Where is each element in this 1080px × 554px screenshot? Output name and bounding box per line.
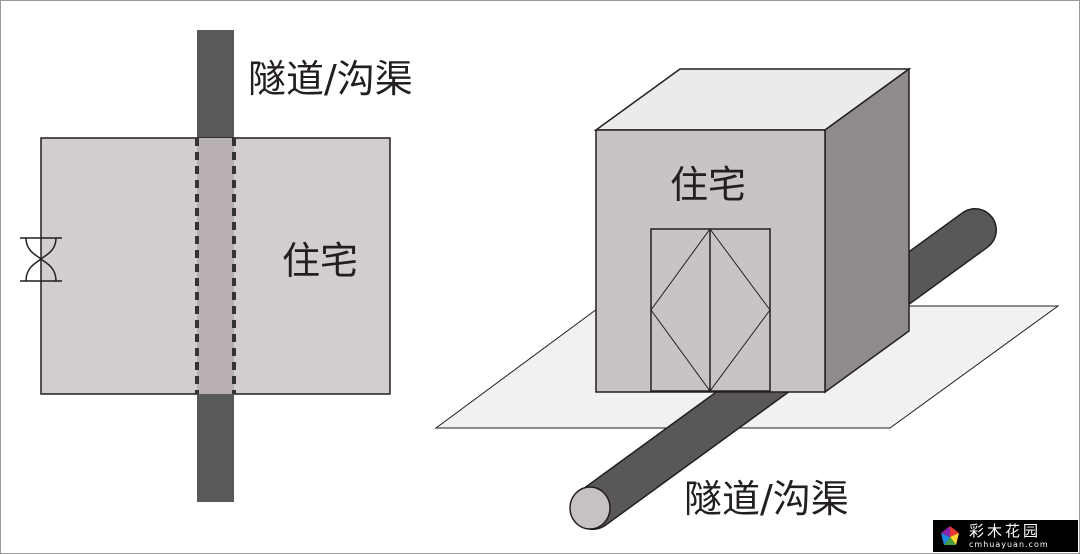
plan-house-label: 住宅 <box>282 239 359 283</box>
pipe-end-cap <box>569 486 611 530</box>
channel-overlap-zone <box>197 138 234 394</box>
channel-top-segment <box>197 30 234 138</box>
plan-view <box>20 30 391 502</box>
perspective-view <box>434 67 1060 530</box>
door-diamond-inlay <box>650 228 771 392</box>
box-house-label: 住宅 <box>670 163 747 207</box>
pipe-channel-label: 隧道/沟渠 <box>684 477 849 521</box>
watermark-url-text: cmhuayuan.com <box>969 539 1049 549</box>
flower-logo-icon <box>941 526 959 545</box>
watermark-chinese-text: 彩木花园 <box>969 521 1042 540</box>
plan-channel-label: 隧道/沟渠 <box>248 57 413 101</box>
watermark-badge: 彩木花园 cmhuayuan.com <box>933 520 1078 552</box>
hourglass-symbol-icon <box>20 237 62 282</box>
channel-bottom-segment <box>197 394 234 502</box>
house-double-door <box>650 228 771 392</box>
